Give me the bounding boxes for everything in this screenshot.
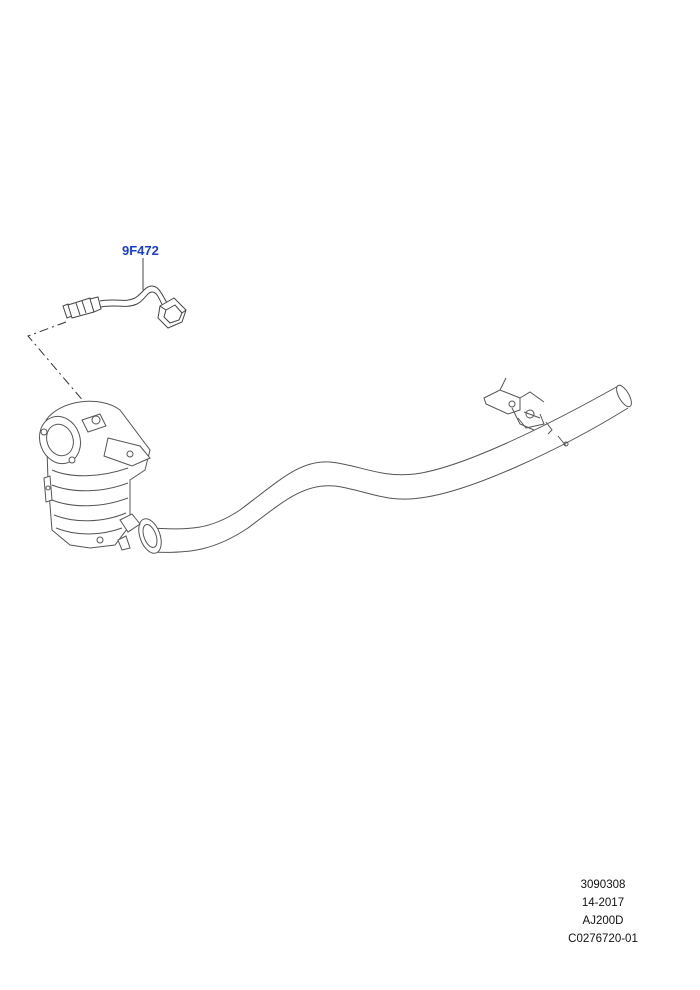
reference-codes: 3090308 14-2017 AJ200D C0276720-01 bbox=[548, 876, 658, 948]
reference-code-illustration-id: C0276720-01 bbox=[568, 933, 638, 945]
reference-code-diagram-number: 3090308 bbox=[580, 879, 626, 891]
part-callout-9f472[interactable]: 9F472 bbox=[122, 243, 159, 258]
reference-code-model-year: 14-2017 bbox=[581, 897, 625, 909]
catalytic-converter bbox=[38, 400, 162, 554]
installation-guide-line bbox=[27, 321, 97, 417]
oxygen-sensor bbox=[62, 285, 187, 329]
exhaust-pipe bbox=[149, 377, 632, 553]
reference-code-engine: AJ200D bbox=[582, 915, 624, 927]
